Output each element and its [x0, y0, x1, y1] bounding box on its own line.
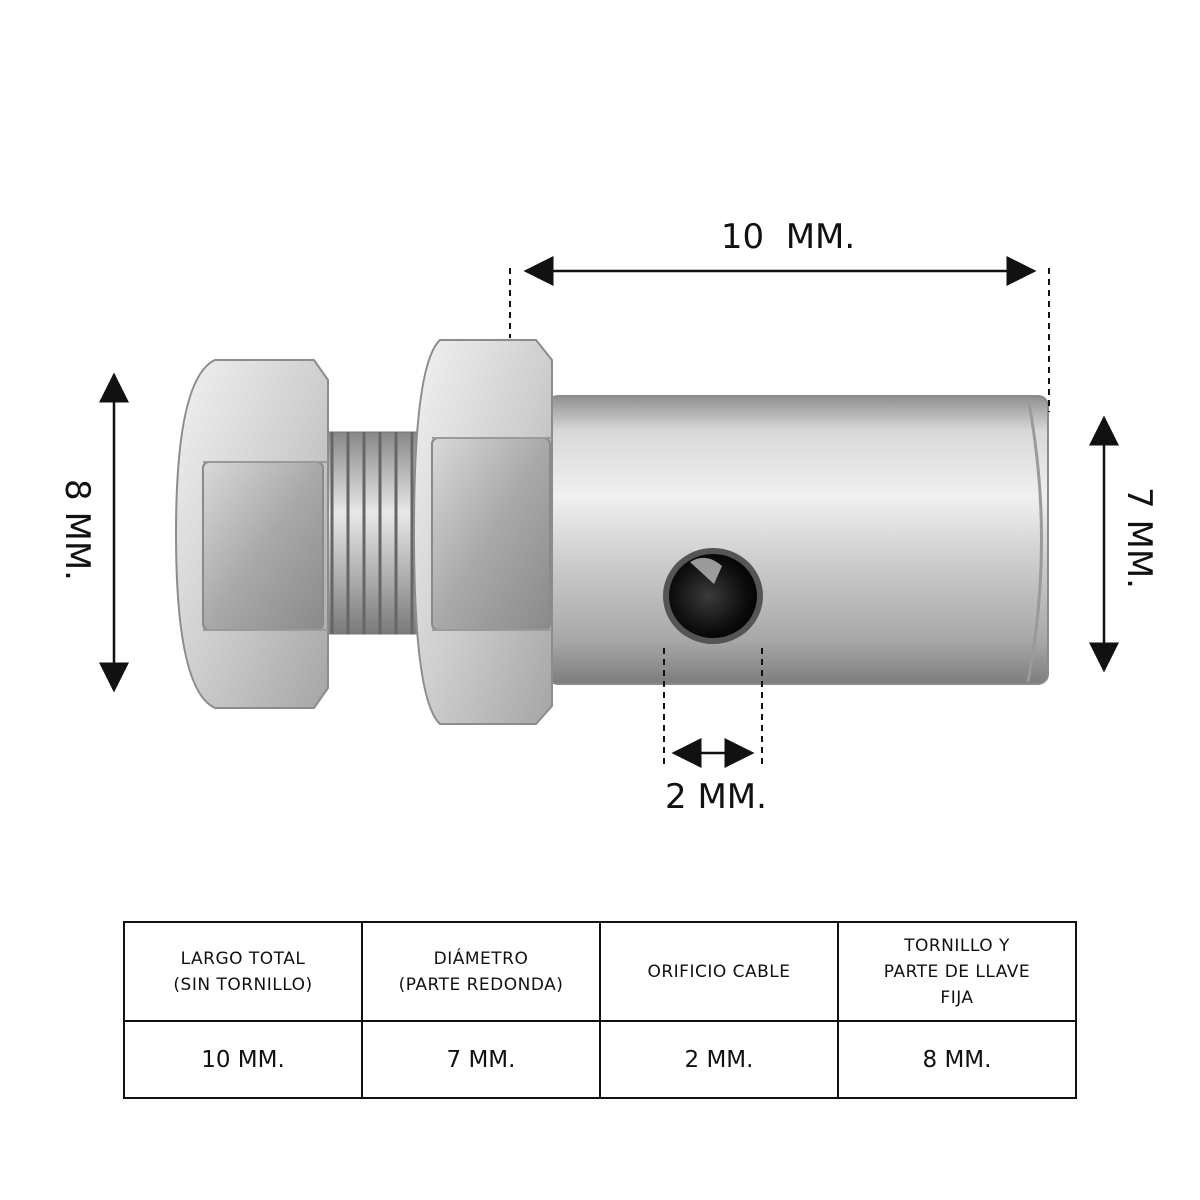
value-total-length: 10 MM.: [123, 1020, 363, 1099]
spec-value-row: 10 MM. 7 MM. 2 MM. 8 MM.: [123, 1020, 1077, 1099]
hole-label: 2 MM.: [665, 777, 767, 817]
length-dimension: 10 MM.: [509, 217, 1050, 412]
length-label: 10 MM.: [721, 217, 855, 257]
value-bolt-wrench: 8 MM.: [837, 1020, 1077, 1099]
value-cable-hole: 2 MM.: [599, 1020, 839, 1099]
value-diameter: 7 MM.: [361, 1020, 601, 1099]
bolt-head: [174, 359, 329, 709]
spec-table: LARGO TOTAL(SIN TORNILLO) DIÁMETRO(PARTE…: [123, 921, 1077, 1099]
cable-clamp-drawing: 10 MM. 8 MM. 7 MM. 2 MM.: [57, 217, 1159, 817]
cable-hole: [663, 548, 763, 644]
cylinder-body: [547, 395, 1049, 685]
header-total-length: LARGO TOTAL(SIN TORNILLO): [123, 921, 363, 1022]
header-cable-hole: ORIFICIO CABLE: [599, 921, 839, 1022]
hole-dimension: 2 MM.: [663, 648, 767, 817]
height-label: 8 MM.: [57, 479, 97, 581]
hex-nut: [412, 339, 553, 725]
spec-header-row: LARGO TOTAL(SIN TORNILLO) DIÁMETRO(PARTE…: [123, 921, 1077, 1022]
height-dimension: 8 MM.: [57, 372, 129, 693]
header-diameter: DIÁMETRO(PARTE REDONDA): [361, 921, 601, 1022]
diameter-label: 7 MM.: [1119, 487, 1159, 589]
diameter-dimension: 7 MM.: [1089, 415, 1159, 673]
